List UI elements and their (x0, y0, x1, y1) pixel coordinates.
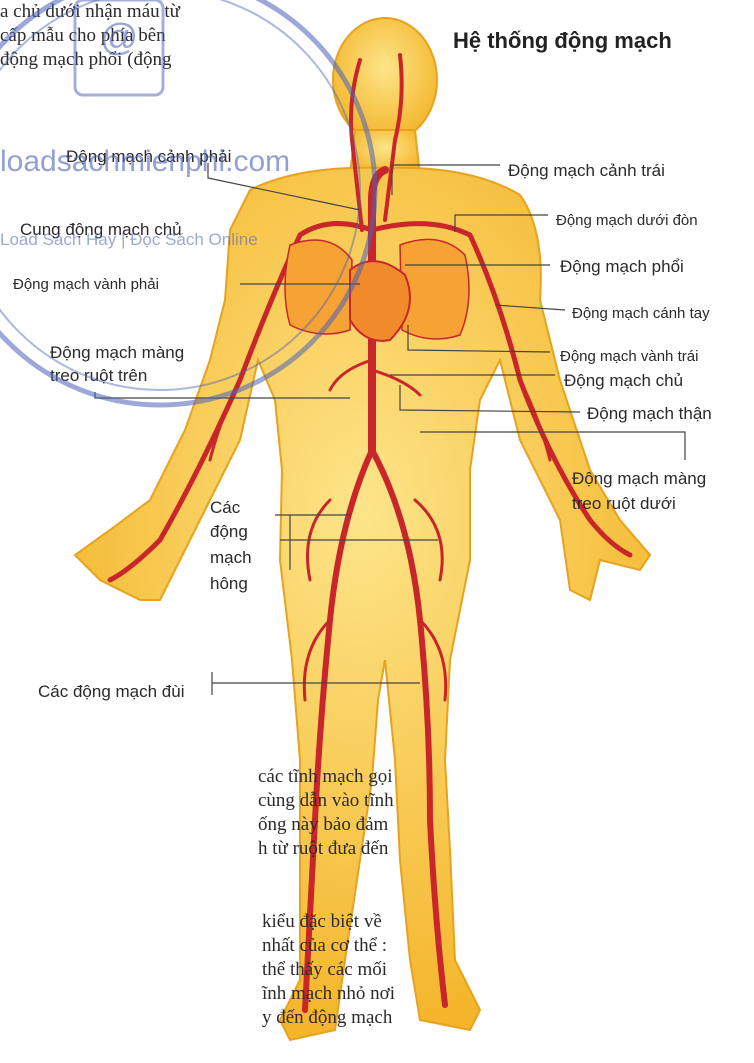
label-right-coronary: Động mạch vành phải (13, 275, 159, 295)
label-iliac-4: hông (210, 574, 248, 594)
label-left-carotid: Động mạch cảnh trái (508, 161, 665, 181)
page-text-line: cùng dẫn vào tĩnh (258, 789, 394, 813)
label-brachial: Động mạch cánh tay (572, 304, 710, 324)
label-femoral: Các động mạch đùi (38, 682, 184, 702)
label-aorta: Động mạch chủ (564, 371, 683, 391)
diagram-title: Hệ thống động mạch (453, 28, 672, 54)
page-text-line: động mạch phổi (động (0, 48, 180, 72)
label-superior-mesenteric-2: treo ruột trên (50, 366, 147, 386)
watermark-site: loadsachmienphi.com (0, 145, 290, 179)
page-text-line: nhất của cơ thể : (262, 934, 395, 958)
label-subclavian: Động mạch dưới đòn (556, 211, 698, 231)
label-iliac-1: Các (210, 498, 240, 518)
label-pulmonary: Động mạch phổi (560, 257, 684, 277)
page-text-line: thể thấy các mối (262, 958, 395, 982)
page-text-line: y đến động mạch (262, 1006, 395, 1030)
page-text-line: kiểu đặc biệt về (262, 910, 395, 934)
page-text-line: cấp mẫu cho phía bên (0, 24, 180, 48)
label-iliac-3: mạch (210, 548, 252, 568)
label-inferior-mesenteric-1: Động mạch màng (572, 469, 706, 489)
label-superior-mesenteric-1: Động mạch màng (50, 343, 184, 363)
label-renal: Động mạch thận (587, 404, 712, 424)
page-text-line: a chủ dưới nhận máu từ (0, 0, 180, 24)
watermark-slogan: Load Sách Hay | Đọc Sách Online (0, 230, 258, 250)
page-text-line: ĩnh mạch nhỏ nơi (262, 982, 395, 1006)
label-iliac-2: động (210, 522, 248, 542)
page-text-line: h từ ruột đưa đến (258, 837, 394, 861)
page-text-line: ống này bảo đảm (258, 813, 394, 837)
label-left-coronary: Động mạch vành trái (560, 347, 698, 367)
page-text-line: các tĩnh mạch gọi (258, 765, 394, 789)
label-inferior-mesenteric-2: treo ruột dưới (572, 494, 676, 514)
